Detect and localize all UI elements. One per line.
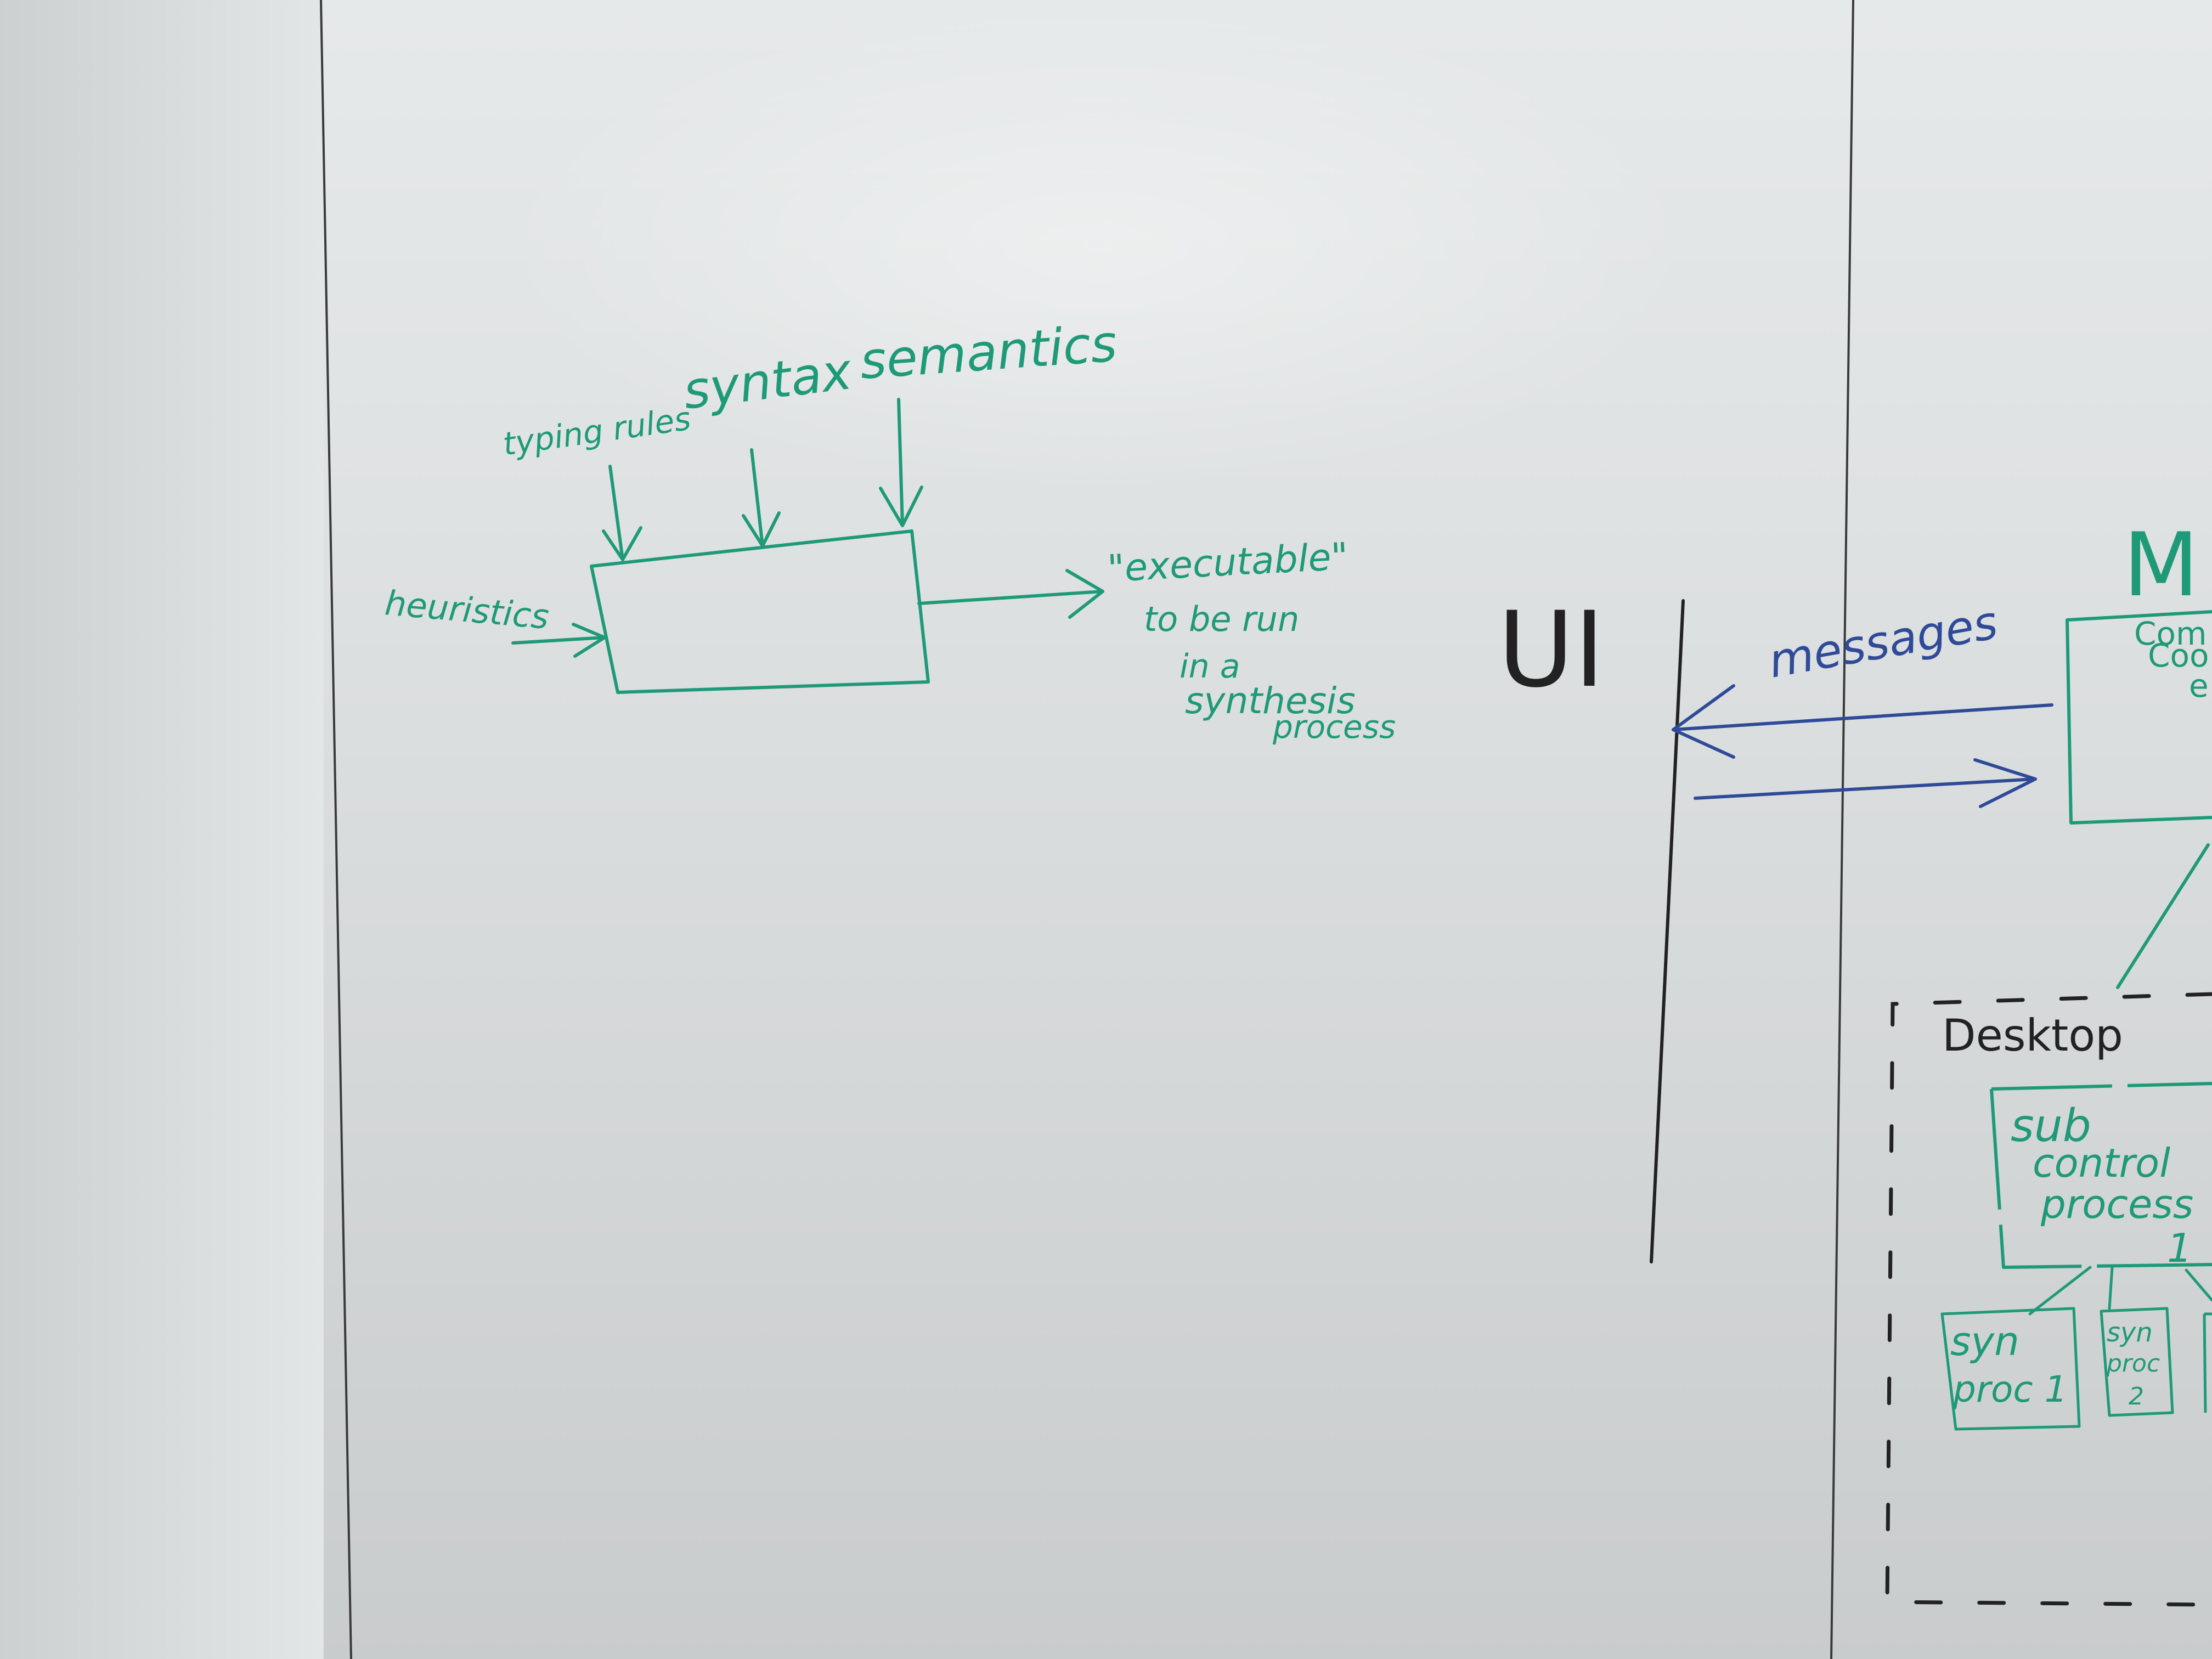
syn-proc-1-box: [1940, 1307, 2081, 1431]
desktop-container: [1885, 992, 2212, 1607]
heuristics-arrow: [511, 623, 606, 658]
syn-proc-1-line-1: syn: [1950, 1318, 2019, 1364]
sub-control-line-3: process: [2040, 1181, 2193, 1227]
glare: [494, 0, 1701, 494]
left-panel: [0, 0, 324, 1659]
sub-control-line-1: sub: [2011, 1100, 2091, 1152]
main-to-desktop-line: [2116, 843, 2210, 989]
typing-rules-arrow: [602, 465, 642, 561]
panel-seam-right: [1830, 0, 1854, 1659]
left-diagram: [511, 398, 1104, 694]
syn-proc-1-line-2: proc 1: [1953, 1368, 2068, 1410]
ui-label: UI: [1498, 589, 1605, 710]
output-line-4: synthesis: [1185, 680, 1356, 722]
sub-control-box: [1990, 1082, 2212, 1269]
main-box-line-3: e: [2189, 667, 2209, 704]
output-arrow: [917, 569, 1104, 619]
sub-control-line-2: control: [2033, 1140, 2170, 1186]
ui-boundary-line: [1650, 599, 1685, 1263]
syn-proc-3-partial: [2203, 1312, 2212, 1413]
syn-proc-2-line-2: proc: [2106, 1350, 2160, 1378]
sub-connectors: [2028, 1266, 2212, 1316]
incoming-arrow: [1672, 684, 2053, 759]
syntax-arrow: [742, 448, 781, 548]
output-line-1: "executable": [1107, 535, 1350, 591]
syn-proc-2-box: [2100, 1307, 2174, 1417]
panel-seam-left: [320, 0, 352, 1659]
main-heading-partial: M: [2123, 514, 2199, 616]
sub-control-line-4: 1: [2167, 1225, 2192, 1271]
semantics-arrow: [879, 398, 923, 527]
heuristics-label: heuristics: [383, 583, 551, 637]
main-box-line-1: Com: [2134, 615, 2207, 652]
main-box: [2066, 610, 2212, 825]
outgoing-arrow: [1694, 758, 2037, 808]
output-line-5: process: [1272, 708, 1396, 746]
syn-proc-2-line-1: syn: [2107, 1317, 2153, 1348]
message-arrows: [1672, 684, 2053, 808]
messages-label: messages: [1764, 595, 2001, 689]
process-box: [590, 529, 930, 694]
main-box-line-2: Coo: [2148, 637, 2209, 674]
output-line-3: in a: [1180, 647, 1240, 686]
desktop-label: Desktop: [1942, 1010, 2123, 1061]
syn-proc-2-line-3: 2: [2129, 1383, 2144, 1410]
output-line-2: to be run: [1144, 599, 1299, 639]
